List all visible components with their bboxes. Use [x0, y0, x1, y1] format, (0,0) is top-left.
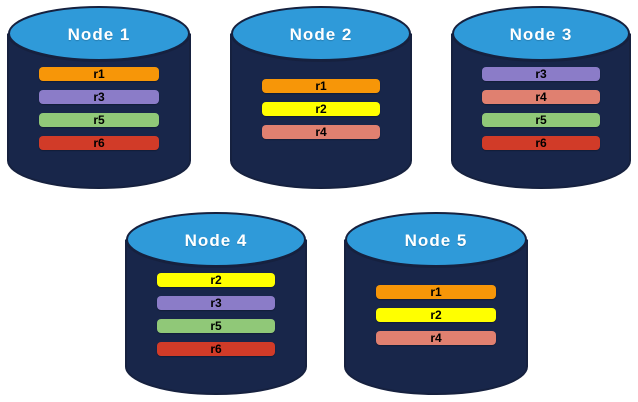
cylinder-top-ellipse	[345, 212, 527, 267]
record-list: r1 r3 r5 r6	[8, 67, 190, 150]
record-label: r1	[430, 285, 442, 299]
record-bar[interactable]: r5	[482, 113, 600, 127]
record-label: r4	[430, 331, 442, 345]
record-list: r2 r3 r5 r6	[126, 273, 306, 356]
record-bar[interactable]: r2	[157, 273, 275, 287]
record-bar[interactable]: r1	[376, 285, 496, 299]
record-bar[interactable]: r3	[39, 90, 159, 104]
record-label: r2	[315, 102, 327, 116]
record-bar[interactable]: r2	[262, 102, 380, 116]
record-label: r1	[93, 67, 105, 81]
record-bar[interactable]: r4	[262, 125, 380, 139]
record-label: r5	[210, 319, 222, 333]
record-bar[interactable]: r6	[157, 342, 275, 356]
record-label: r6	[210, 342, 222, 356]
record-label: r4	[315, 125, 327, 139]
record-bar[interactable]: r1	[262, 79, 380, 93]
record-bar[interactable]: r3	[157, 296, 275, 310]
record-bar[interactable]: r5	[39, 113, 159, 127]
record-label: r1	[315, 79, 327, 93]
record-label: r4	[535, 90, 547, 104]
cylinder-top-ellipse	[452, 6, 630, 61]
cylinder-top-ellipse	[231, 6, 411, 61]
record-bar[interactable]: r6	[39, 136, 159, 150]
record-list: r3 r4 r5 r6	[452, 67, 630, 150]
record-list: r1 r2 r4	[231, 79, 411, 139]
record-label: r2	[430, 308, 442, 322]
record-label: r5	[535, 113, 547, 127]
record-label: r2	[210, 273, 222, 287]
record-label: r3	[210, 296, 222, 310]
record-label: r6	[535, 136, 547, 150]
record-bar[interactable]: r4	[482, 90, 600, 104]
record-bar[interactable]: r5	[157, 319, 275, 333]
cylinder-top-ellipse	[126, 212, 306, 267]
record-bar[interactable]: r6	[482, 136, 600, 150]
record-bar[interactable]: r4	[376, 331, 496, 345]
record-label: r5	[93, 113, 105, 127]
record-list: r1 r2 r4	[345, 285, 527, 345]
record-bar[interactable]: r1	[39, 67, 159, 81]
cylinder-top-ellipse	[8, 6, 190, 61]
record-label: r3	[535, 67, 547, 81]
record-bar[interactable]: r2	[376, 308, 496, 322]
record-label: r6	[93, 136, 105, 150]
record-bar[interactable]: r3	[482, 67, 600, 81]
record-label: r3	[93, 90, 105, 104]
